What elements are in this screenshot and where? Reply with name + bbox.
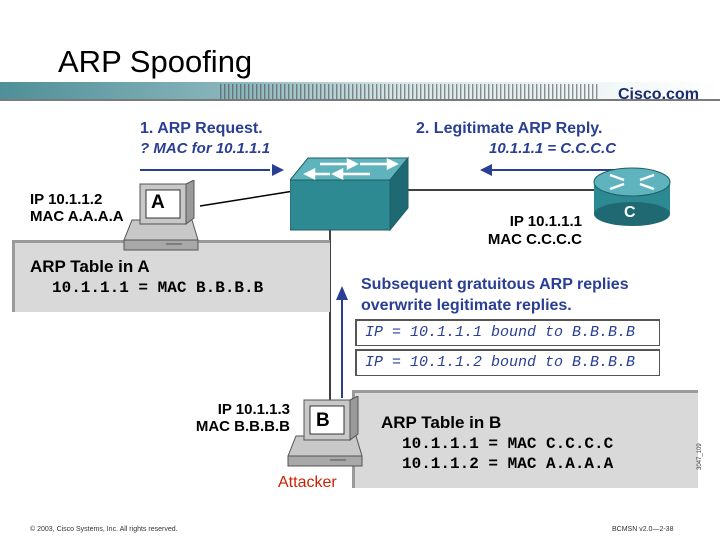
arp-table-b-row-2: 10.1.1.2 = MAC A.A.A.A — [402, 455, 614, 473]
host-a-badge: A — [151, 192, 165, 213]
spoof-note-1: IP = 10.1.1.1 bound to B.B.B.B — [355, 319, 660, 346]
computer-a-icon — [123, 180, 199, 251]
spoof-note-2: IP = 10.1.1.2 bound to B.B.B.B — [355, 349, 660, 376]
step1-sub: ? MAC for 10.1.1.1 — [140, 140, 271, 157]
computer-b-icon — [287, 396, 363, 467]
arp-table-a-title: ARP Table in A — [30, 257, 150, 276]
footer-copyright: © 2003, Cisco Systems, Inc. All rights r… — [30, 526, 178, 533]
link-a-switch — [199, 189, 301, 207]
attacker-label: Attacker — [278, 474, 337, 491]
arp-table-b-panel — [352, 390, 698, 488]
step2-label: 2. Legitimate ARP Reply. — [416, 120, 603, 137]
host-b-badge: B — [316, 410, 330, 431]
host-a-ip: IP 10.1.1.2 — [30, 191, 103, 208]
arp-table-a-panel — [12, 240, 330, 312]
router-badge: C — [624, 204, 636, 221]
reply-arrowhead — [480, 164, 492, 176]
host-b-ip: IP 10.1.1.3 — [217, 401, 290, 418]
spoof-note-1-text: IP = 10.1.1.1 bound to B.B.B.B — [365, 324, 636, 341]
router-mac: MAC C.C.C.C — [487, 231, 582, 248]
footer-course-code: BCMSN v2.0—2-38 — [612, 526, 674, 533]
gratuitous-line2: overwrite legitimate replies. — [361, 297, 572, 314]
side-code: 3047_109 — [697, 443, 703, 470]
switch-icon — [290, 156, 410, 232]
gratuitous-arrowhead — [336, 286, 348, 300]
host-b-mac: MAC B.B.B.B — [195, 418, 290, 435]
header-stripe — [0, 82, 720, 101]
slide-title: ARP Spoofing — [58, 44, 253, 79]
gratuitous-line1: Subsequent gratuitous ARP replies — [361, 276, 629, 293]
arp-table-b-title: ARP Table in B — [381, 413, 502, 432]
router-ip: IP 10.1.1.1 — [509, 213, 582, 230]
host-a-mac: MAC A.A.A.A — [30, 208, 124, 225]
spoof-note-2-text: IP = 10.1.1.2 bound to B.B.B.B — [365, 354, 636, 371]
arp-table-b-row-1: 10.1.1.1 = MAC C.C.C.C — [402, 435, 614, 453]
step2-sub: 10.1.1.1 = C.C.C.C — [489, 140, 617, 157]
cisco-logo: Cisco.com — [618, 86, 699, 103]
router-icon — [593, 167, 671, 226]
arp-table-a-row: 10.1.1.1 = MAC B.B.B.B — [52, 279, 264, 297]
request-arrowhead — [272, 164, 284, 176]
step1-label: 1. ARP Request. — [140, 120, 263, 137]
